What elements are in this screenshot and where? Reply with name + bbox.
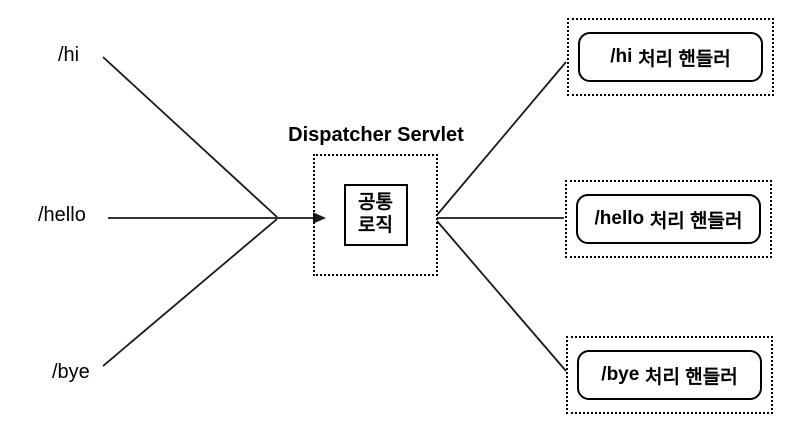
line-hi-to-dispatcher xyxy=(102,56,278,218)
request-label-hello: /hello xyxy=(38,204,86,226)
handler-label-hi: /hi 처리 핸들러 xyxy=(578,32,763,82)
handler-label-hello: /hello 처리 핸들러 xyxy=(576,194,761,244)
handler-path-bye: /bye xyxy=(601,364,640,385)
handler-path-hello: /hello xyxy=(594,208,645,229)
handler-suffix-hello: 처리 핸들러 xyxy=(649,210,743,232)
line-bye-to-dispatcher xyxy=(102,218,278,367)
handler-suffix-bye: 처리 핸들러 xyxy=(645,366,738,388)
handler-label-bye: /bye 처리 핸들러 xyxy=(577,350,762,400)
handler-box-hello: /hello 처리 핸들러 xyxy=(565,180,772,258)
line-dispatcher-to-hi-handler xyxy=(436,61,567,216)
common-logic-box: 공통 로직 xyxy=(343,184,408,246)
line-dispatcher-to-bye-handler xyxy=(436,220,567,372)
handler-box-bye: /bye 처리 핸들러 xyxy=(566,336,773,414)
dispatcher-servlet-title: Dispatcher Servlet xyxy=(288,124,464,146)
handler-suffix-hi: 처리 핸들러 xyxy=(638,48,731,70)
handler-box-hi: /hi 처리 핸들러 xyxy=(567,18,774,96)
dispatcher-servlet-box: 공통 로직 xyxy=(313,154,438,276)
handler-path-hi: /hi xyxy=(610,46,633,67)
arrow-head-icon xyxy=(313,212,326,224)
request-label-bye: /bye xyxy=(52,361,90,383)
request-label-hi: /hi xyxy=(58,44,80,66)
